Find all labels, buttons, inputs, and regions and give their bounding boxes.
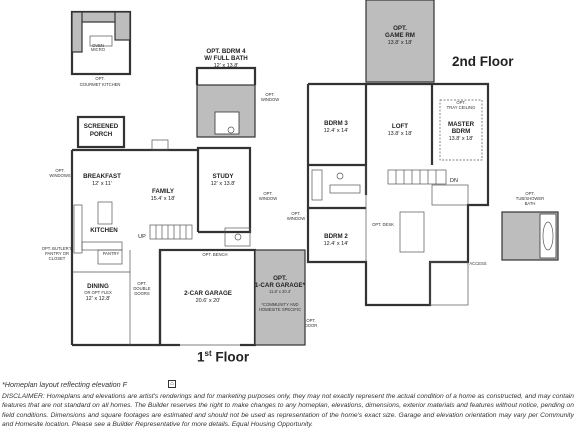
opt-bdrm4-name-2: W/ FULL BATH (204, 55, 248, 62)
master-name-2: BDRM (452, 128, 471, 135)
dining-dim: 12' x 12.8' (86, 296, 111, 302)
family-dim: 15.4' x 18' (151, 196, 176, 202)
opt-double-doors-1: OPT. (137, 281, 146, 286)
opt-oven-label-1: OVEN (92, 43, 104, 48)
opt-windows-2: WINDOWS (49, 173, 70, 178)
first-floor-plan: SCREENED PORCH (42, 115, 318, 347)
first-floor-title: 1st Floor (197, 349, 249, 365)
opt-oven-label-2: MICRO (91, 47, 106, 52)
opt-tub-2: TUB/SHOWER (516, 196, 544, 201)
opt-gourmet-label-1: OPT. (95, 76, 104, 81)
opt-window-study-2: WINDOW (259, 196, 277, 201)
opt-gourmet-kitchen-inset: OVEN MICRO OPT. GOURMET KITCHEN (70, 10, 132, 87)
breakfast-label: BREAKFAST (83, 173, 121, 180)
second-floor-plan: OPT. GAME RM 13.8' x 18' BDRM 3 12.4' x … (287, 0, 490, 307)
opt-bdrm4-name-1: OPT. BDRM 4 (206, 48, 246, 55)
game-rm-dim: 13.8' x 18' (388, 40, 413, 46)
loft-label: LOFT (392, 123, 408, 130)
family-label: FAMILY (152, 188, 175, 195)
elevation-footnote: *Homeplan layout reflecting elevation F (2, 380, 128, 389)
first-floor-sup: st (204, 349, 212, 358)
opt-window-study-1: OPT. (263, 191, 272, 196)
opt-butler-2: PANTRY OR (45, 251, 69, 256)
equal-housing-icon: ⌂ (168, 380, 176, 388)
garage1-note-2: HOMESITE SPECIFIC (259, 307, 301, 312)
opt-windows-1: OPT. (55, 168, 64, 173)
second-floor-title: 2nd Floor (452, 54, 514, 69)
game-rm-name-1: OPT. (393, 25, 407, 32)
pantry-label: PANTRY (103, 251, 120, 256)
screened-porch-label-2: PORCH (90, 131, 113, 138)
breakfast-dim: 12' x 11' (92, 181, 112, 187)
garage1-dim: 11.8' x 20.4' (269, 289, 291, 294)
first-floor-suffix: Floor (211, 349, 250, 365)
kitchen-label: KITCHEN (90, 227, 118, 234)
garage2-label: 2-CAR GARAGE (184, 290, 232, 297)
opt-double-doors-3: DOORS (134, 291, 150, 296)
loft-dim: 13.8' x 18' (388, 131, 413, 137)
game-rm-name-2: GAME RM (385, 32, 415, 39)
up-label: UP (138, 234, 146, 240)
bdrm2-label: BDRM 2 (324, 233, 348, 240)
opt-desk-label: OPT. DESK (372, 222, 394, 227)
opt-gourmet-label-2: GOURMET KITCHEN (80, 82, 121, 87)
master-dim: 13.8' x 18' (449, 136, 474, 142)
opt-tub-1: OPT. (525, 191, 534, 196)
master-name-1: MASTER (448, 121, 475, 128)
bdrm2-dim: 12.4' x 14' (324, 241, 349, 247)
opt-door-1: OPT. (306, 318, 315, 323)
opt-window-bdrm4-1: OPT. (265, 92, 274, 97)
access-label: ACCESS (469, 261, 486, 266)
dining-sub: OR OPT FLEX (84, 290, 112, 295)
first-floor-number: 1 (197, 349, 205, 365)
floor-plan-drawing: OVEN MICRO OPT. GOURMET KITCHEN OPT. BDR… (42, 0, 559, 347)
garage2-dim: 20.6' x 20' (196, 298, 221, 304)
bdrm3-dim: 12.4' x 14' (324, 128, 349, 134)
opt-tub-3: BATH (525, 201, 536, 206)
screened-porch-label-1: SCREENED (84, 123, 119, 130)
opt-bench-label: OPT. BENCH (202, 252, 227, 257)
opt-door-2: DOOR (305, 323, 318, 328)
tray-ceiling-2: TRAY CEILING (447, 105, 476, 110)
bdrm3-label: BDRM 3 (324, 120, 348, 127)
dn-label: DN (450, 178, 458, 184)
study-dim: 12' x 13.8' (211, 181, 236, 187)
opt-bdrm4-dim: 12' x 13.8' (214, 63, 239, 69)
garage1-name-2: 1-CAR GARAGE* (255, 282, 306, 289)
garage1-name-1: OPT. (273, 275, 287, 282)
opt-window-2nd-2: WINDOW (287, 216, 305, 221)
tray-ceiling-1: OPT. (456, 100, 465, 105)
opt-window-2nd-1: OPT. (291, 211, 300, 216)
garage1-note-1: *COMMUNITY AND (261, 302, 298, 307)
dining-label: DINING (87, 283, 109, 290)
opt-butler-1: OPT. BUTLER'S (42, 246, 73, 251)
opt-double-doors-2: DOUBLE (133, 286, 150, 291)
opt-bdrm4-inset: OPT. BDRM 4 W/ FULL BATH 12' x 13.8' OPT… (195, 48, 279, 138)
opt-butler-3: CLOSET (49, 256, 66, 261)
opt-window-bdrm4-2: WINDOW (261, 97, 279, 102)
opt-tub-shower-inset: OPT. TUB/SHOWER BATH (501, 191, 559, 261)
disclaimer-text: DISCLAIMER: Homeplans and elevations are… (2, 393, 574, 429)
study-label: STUDY (213, 173, 235, 180)
